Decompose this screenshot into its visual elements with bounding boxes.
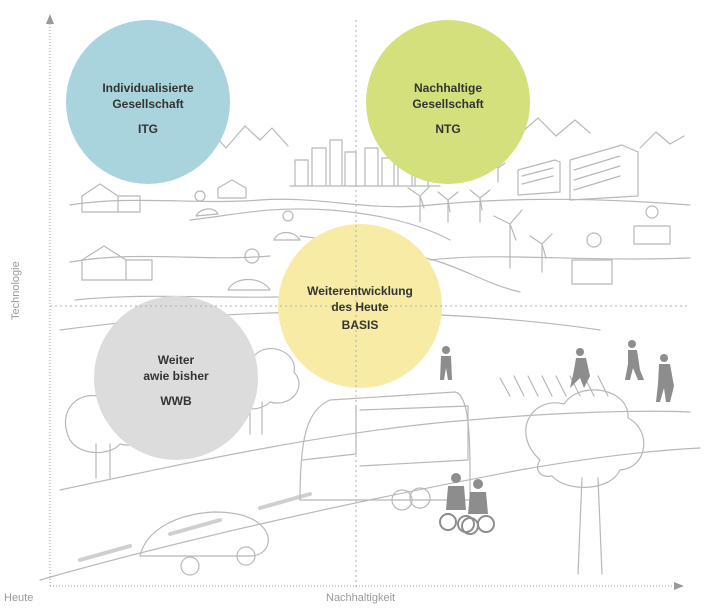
scenario-label-wwb: Weiter awie bisher WWB	[116, 352, 236, 409]
origin-label: Heute	[4, 592, 34, 604]
bicycles	[439, 513, 495, 535]
x-axis-arrow	[674, 582, 684, 590]
x-axis-label: Nachhaltigkeit	[326, 592, 396, 604]
scenario-basis-line1: Weiterentwicklung	[307, 284, 413, 298]
scenario-label-itg: Individualisierte Gesellschaft ITG	[88, 80, 208, 137]
scenario-basis-code: BASIS	[341, 318, 379, 332]
people-silhouettes	[440, 340, 674, 514]
scenario-circle-ntg	[366, 20, 530, 184]
scenario-wwb-line1: Weiter	[157, 353, 195, 367]
scenario-itg-line1: Individualisierte	[102, 81, 194, 95]
scenario-basis-line2: des Heute	[331, 300, 389, 314]
y-axis-label: Technologie	[10, 261, 22, 320]
scenario-wwb-line2: awie bisher	[143, 369, 209, 383]
scenario-ntg-line2: Gesellschaft	[412, 97, 484, 111]
y-axis-arrow	[46, 14, 54, 24]
scenario-ntg-code: NTG	[435, 122, 461, 136]
scenario-itg-code: ITG	[138, 122, 158, 136]
scenario-itg-line2: Gesellschaft	[112, 97, 184, 111]
scenario-circle-itg	[66, 20, 230, 184]
scenario-circle-wwb	[94, 296, 258, 460]
scenario-label-ntg: Nachhaltige Gesellschaft NTG	[388, 80, 508, 137]
scenario-label-basis: Weiterentwicklung des Heute BASIS	[295, 283, 425, 333]
scenario-ntg-line1: Nachhaltige	[413, 81, 482, 95]
axes	[46, 14, 684, 590]
scenario-wwb-code: WWB	[160, 394, 192, 408]
